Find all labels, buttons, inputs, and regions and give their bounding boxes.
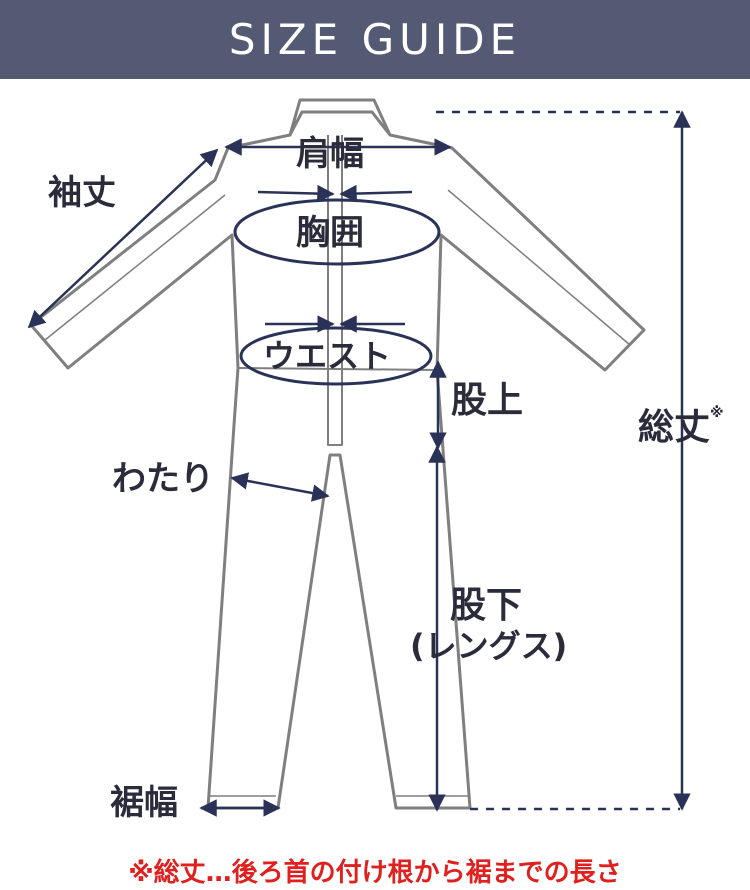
label-waist: ウエスト — [263, 337, 392, 375]
label-total-length-text: 総丈 — [638, 407, 711, 448]
label-total-length: 総丈※ — [638, 406, 724, 448]
label-inseam: 股下 — [450, 585, 523, 626]
placket — [327, 135, 343, 446]
thigh-arrow — [230, 472, 330, 502]
label-total-length-mark: ※ — [710, 405, 724, 421]
header-title: SIZE GUIDE — [228, 15, 522, 64]
left-sleeve-seam — [44, 194, 226, 341]
label-shoulder-width: 肩幅 — [296, 134, 364, 174]
chest-arrow-right — [339, 184, 413, 203]
label-hem-width: 裾幅 — [110, 783, 178, 823]
coverall-outline — [29, 98, 646, 810]
waist-ellipse — [239, 326, 433, 386]
waistband — [237, 367, 438, 371]
body-outline — [29, 133, 646, 810]
footnote: ※総丈…後ろ首の付け根から裾までの長さ — [128, 858, 622, 888]
header-bar: SIZE GUIDE — [0, 0, 750, 79]
collar-outline — [288, 98, 392, 137]
chest-ellipse — [233, 198, 441, 266]
label-sleeve-length: 袖丈 — [48, 173, 116, 213]
label-chest: 胸囲 — [296, 213, 364, 253]
label-inseam-alt: (レングス) — [410, 627, 568, 665]
right-sleeve-seam — [447, 189, 631, 346]
left-body-seam — [231, 234, 239, 369]
label-thigh: わたり — [112, 459, 214, 499]
chest-arrow-left — [257, 184, 335, 203]
sleeve-arrow — [27, 148, 219, 329]
label-rise: 股上 — [451, 380, 524, 421]
